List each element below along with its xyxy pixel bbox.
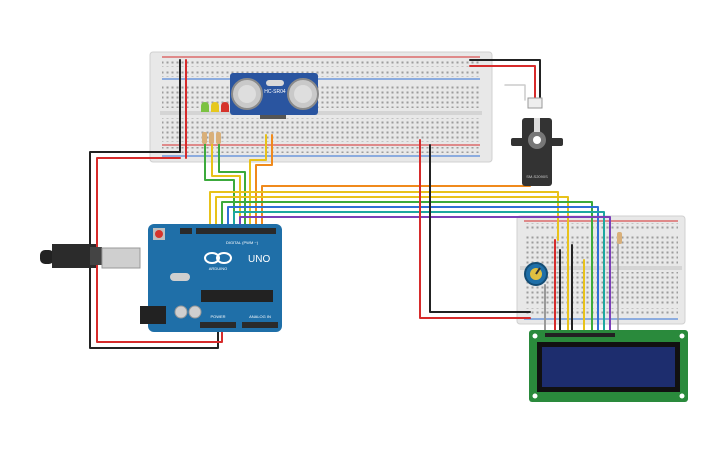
digital-header-label: DIGITAL (PWM ~): [226, 240, 259, 245]
leds: [201, 102, 229, 112]
analog-header-label: ANALOG IN: [249, 314, 271, 319]
sensor-label: HC-SR04: [264, 89, 286, 95]
potentiometer: [524, 262, 548, 286]
ultrasonic-sensor: HC-SR04: [230, 73, 319, 119]
servo-label: SM-S2090S: [526, 174, 548, 179]
led-green: [201, 102, 209, 112]
power-header-label: POWER: [210, 314, 225, 319]
lcd-screen: [542, 347, 675, 387]
led-red: [221, 102, 229, 112]
wire-5v-left: [96, 157, 223, 343]
resistors: [202, 132, 622, 244]
arduino-brand: ARDUINO: [209, 266, 227, 271]
lcd-display: [529, 330, 688, 402]
led-yellow: [211, 102, 219, 112]
servo-motor: SM-S2090S: [511, 97, 563, 186]
arduino-model: UNO: [248, 254, 270, 265]
arduino-uno: DIGITAL (PWM ~) UNO ARDUINO POWER ANALOG…: [40, 224, 282, 332]
arduino-logo: [204, 252, 232, 264]
